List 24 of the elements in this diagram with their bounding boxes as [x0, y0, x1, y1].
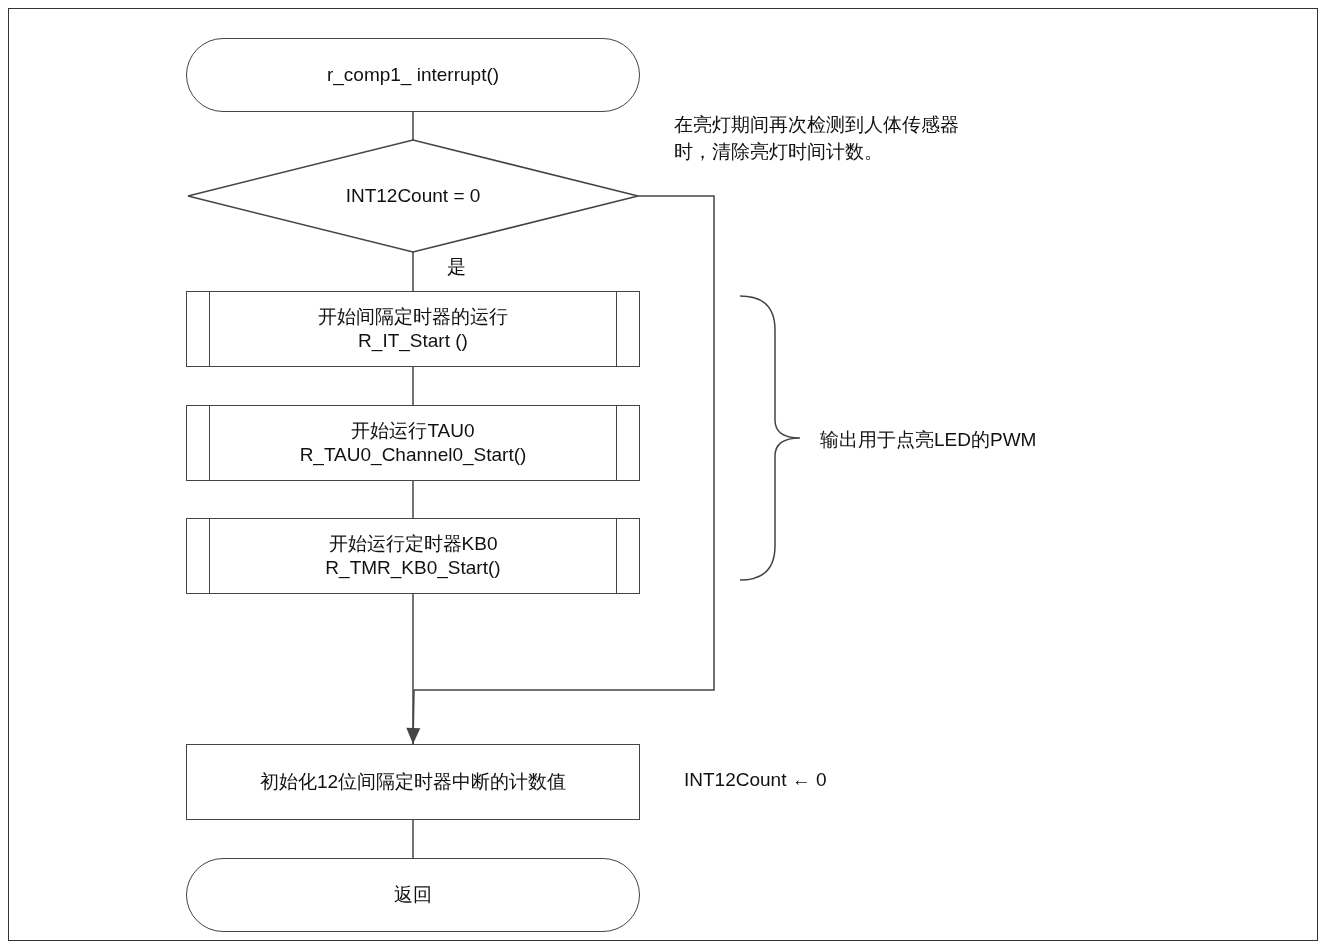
connector-line: [412, 111, 414, 141]
subroutine-box: [186, 518, 640, 594]
connector-line: [412, 251, 414, 292]
node-text: R_IT_Start (): [358, 329, 468, 353]
node-text: 开始运行定时器KB0: [328, 532, 498, 556]
node-text: 初始化12位间隔定时器中断的计数值: [259, 770, 567, 794]
connector-line: [412, 819, 414, 859]
decision-diamond: [188, 140, 638, 252]
node-text: 返回: [394, 883, 432, 907]
node-text: 开始间隔定时器的运行: [318, 305, 508, 329]
connector-line: [412, 366, 414, 406]
arrow: [406, 195, 715, 745]
node-text: R_TAU0_Channel0_Start(): [299, 443, 527, 467]
node-text: R_TMR_KB0_Start(): [325, 556, 501, 580]
subroutine-box: [186, 405, 640, 481]
node-text: 开始运行TAU0: [351, 419, 475, 443]
connector-line: [412, 480, 414, 519]
process-box: [186, 744, 640, 820]
node-text: INT12Count = 0: [345, 184, 481, 208]
assignment-note: INT12Count ← 0: [684, 769, 827, 791]
subroutine-box: [186, 291, 640, 367]
note-text: 在亮灯期间再次检测到人体传感器时，清除亮灯时间计数。: [674, 113, 960, 164]
node-text: r_comp1_ interrupt(): [326, 63, 500, 87]
brace-label: 输出用于点亮LED的PWM: [820, 428, 1038, 452]
